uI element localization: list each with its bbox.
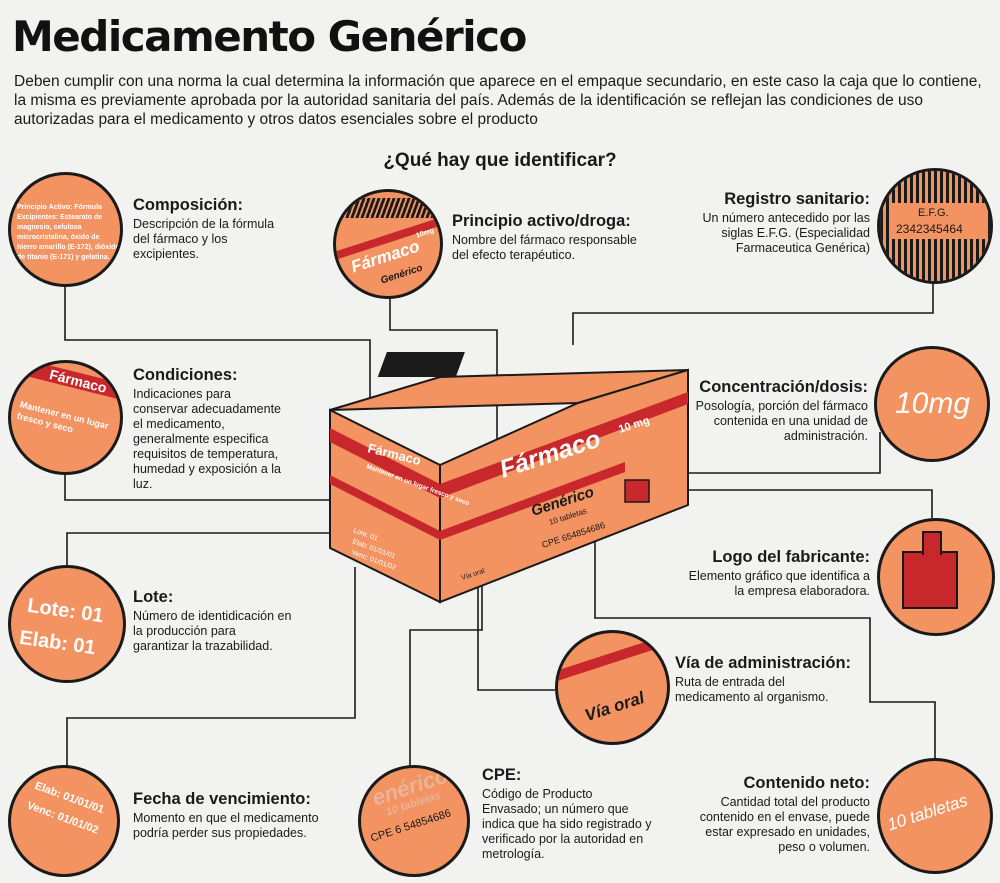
box-side-band bbox=[330, 428, 440, 498]
circle-via: Vía oral bbox=[555, 630, 670, 745]
circle-contenido-text: 10 tabletas bbox=[884, 790, 970, 835]
connector-via bbox=[477, 577, 555, 691]
intro-paragraph: Deben cumplir con una norma la cual dete… bbox=[14, 73, 982, 128]
label-contenido: Contenido neto: bbox=[743, 774, 870, 792]
connector-lote bbox=[66, 532, 352, 565]
label-lote: Lote: bbox=[133, 588, 174, 606]
logo-tab bbox=[922, 531, 942, 555]
circle-vencimiento: Elab: 01/01/01 Venc: 01/01/02 bbox=[8, 765, 120, 877]
connector-registro bbox=[572, 283, 934, 345]
box-side-band-2 bbox=[330, 475, 440, 540]
label-composicion: Composición: bbox=[133, 196, 243, 214]
section-question: ¿Qué hay que identificar? bbox=[383, 150, 617, 171]
desc-via: Ruta de entrada del medicamento al organ… bbox=[675, 675, 829, 704]
circle-condiciones: Fármaco Mantener en un lugar fresco y se… bbox=[8, 360, 123, 475]
box-front-band-2 bbox=[440, 462, 625, 540]
desc-logo: Elemento gráfico que identifica a la emp… bbox=[688, 569, 870, 598]
barcode-icon bbox=[340, 198, 440, 218]
circle-registro-num: 2342345464 bbox=[896, 222, 963, 236]
label-cpe: CPE: bbox=[482, 766, 522, 784]
product-box: Fármaco Fármaco 10 mg Genérico 10 tablet… bbox=[329, 352, 689, 604]
box-front-band bbox=[440, 392, 688, 498]
box-logo bbox=[624, 479, 650, 503]
label-principio: Principio activo/droga: bbox=[452, 212, 631, 230]
desc-lote: Número de identidicación en la producció… bbox=[133, 609, 292, 653]
circle-registro-text: E.F.G. bbox=[918, 207, 949, 219]
connector-vencimiento bbox=[66, 567, 356, 773]
circle-composicion: Principio Activo: Fórmula Excipientes: E… bbox=[8, 172, 123, 287]
desc-concentracion: Posología, porción del fármaco contenida… bbox=[695, 399, 868, 443]
connector-condiciones bbox=[64, 470, 365, 501]
desc-vencimiento: Momento en que el medicamento podría per… bbox=[133, 811, 319, 840]
circle-condiciones-text: Mantener en un lugar fresco y seco bbox=[15, 399, 110, 435]
desc-condiciones: Indicaciones para conservar adecuadament… bbox=[133, 387, 282, 491]
circle-lote-line1: Lote: 01 bbox=[25, 594, 105, 628]
connector-logo bbox=[640, 489, 933, 518]
connector-contenido bbox=[594, 500, 936, 758]
page-title: Medicamento Genérico bbox=[12, 12, 527, 61]
circle-cpe-text: CPE 6 54854686 bbox=[369, 807, 453, 845]
circle-via-text: Vía oral bbox=[582, 687, 647, 726]
circle-contenido: 10 tabletas bbox=[877, 758, 993, 874]
desc-principio: Nombre del fármaco responsable del efect… bbox=[452, 233, 637, 262]
circle-concentracion: 10mg bbox=[874, 346, 990, 462]
desc-contenido: Cantidad total del producto contenido en… bbox=[699, 795, 870, 854]
desc-cpe: Código de Producto Envasado; un número q… bbox=[482, 787, 652, 861]
label-condiciones: Condiciones: bbox=[133, 366, 238, 384]
connector-composicion bbox=[64, 268, 371, 398]
circle-registro: E.F.G. 2342345464 bbox=[877, 168, 993, 284]
label-logo: Logo del fabricante: bbox=[712, 548, 870, 566]
circle-lote-line2: Elab: 01 bbox=[17, 626, 97, 660]
manufacturer-logo-icon bbox=[902, 551, 958, 609]
desc-composicion: Descripción de la fórmula del fármaco y … bbox=[133, 217, 275, 261]
label-concentracion: Concentración/dosis: bbox=[699, 378, 868, 396]
connector-cpe bbox=[409, 546, 483, 773]
connector-lines bbox=[64, 268, 936, 773]
box-barcode bbox=[377, 352, 465, 377]
circle-composicion-text: Principio Activo: Fórmula Excipientes: E… bbox=[17, 204, 120, 261]
circle-lote: Lote: 01 Elab: 01 bbox=[8, 565, 126, 683]
label-vencimiento: Fecha de vencimiento: bbox=[133, 790, 311, 808]
label-via: Vía de administración: bbox=[675, 654, 852, 672]
label-registro: Registro sanitario: bbox=[724, 190, 870, 208]
desc-registro: Un número antecedido por las siglas E.F.… bbox=[702, 211, 870, 255]
circle-condiciones-top: Fármaco bbox=[47, 366, 109, 396]
circle-principio: Fármaco 10mg Genérico bbox=[333, 189, 443, 299]
circle-cpe: enérico 10 tabletas CPE 6 54854686 bbox=[358, 765, 470, 877]
circle-concentracion-text: 10mg bbox=[895, 387, 971, 420]
barcode-label-bg bbox=[890, 203, 986, 239]
circle-logo bbox=[877, 518, 995, 636]
